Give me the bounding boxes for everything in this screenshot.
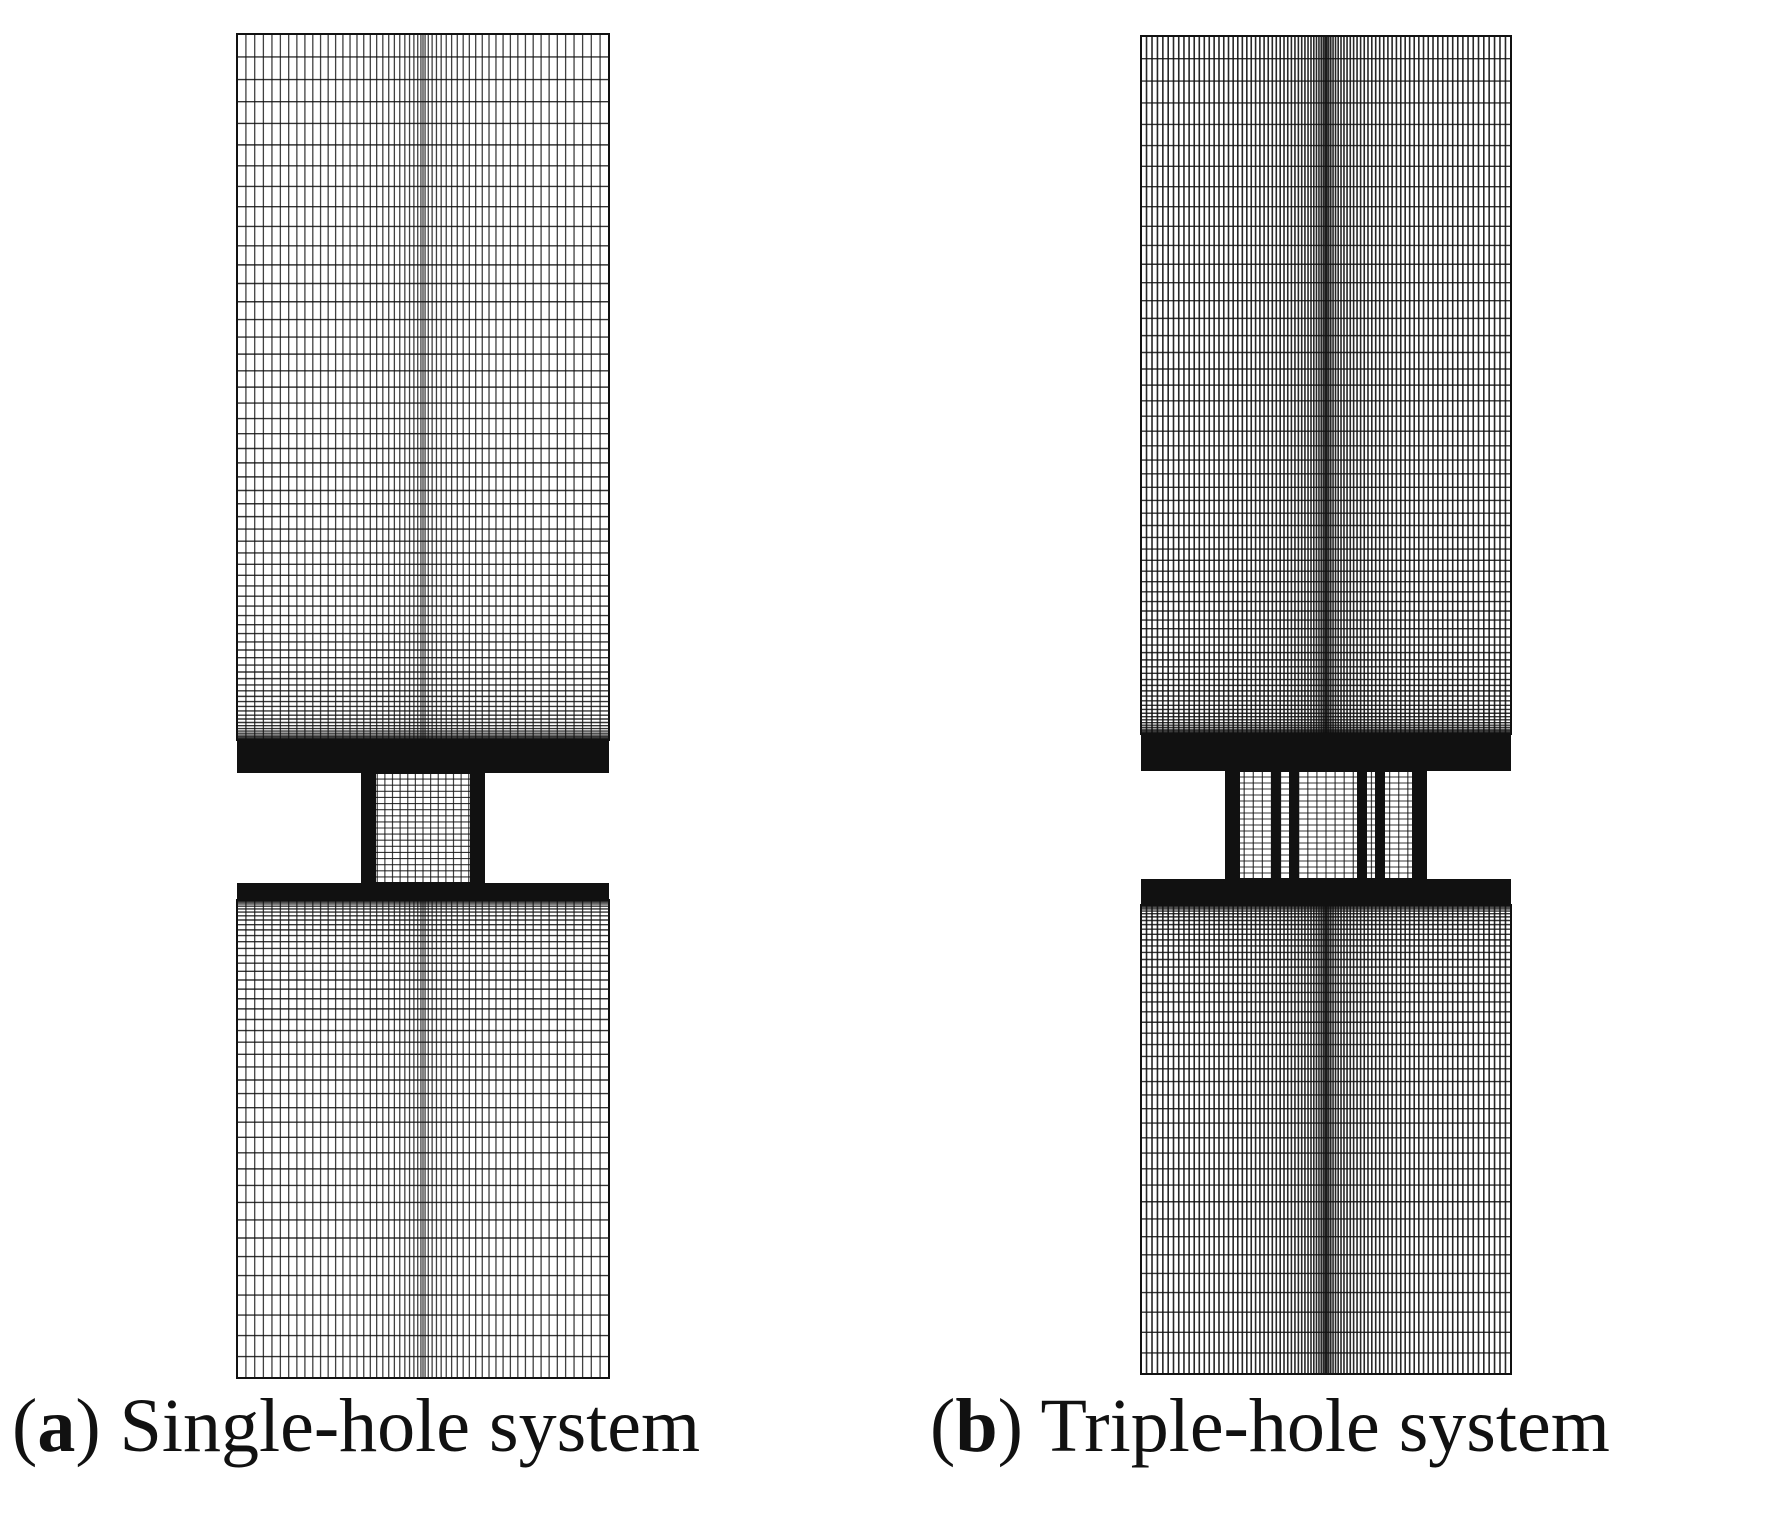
- caption-b-text: Triple-hole system: [1040, 1384, 1610, 1468]
- panel-a-single-hole-mesh: [236, 33, 610, 1379]
- caption-b: (b) Triple-hole system: [930, 1384, 1610, 1468]
- caption-b-letter: b: [955, 1384, 998, 1468]
- caption-a-text: Single-hole system: [119, 1384, 701, 1468]
- caption-a: (a) Single-hole system: [12, 1384, 701, 1468]
- panel-b-triple-hole-mesh: [1140, 35, 1512, 1375]
- caption-a-letter: a: [37, 1384, 76, 1468]
